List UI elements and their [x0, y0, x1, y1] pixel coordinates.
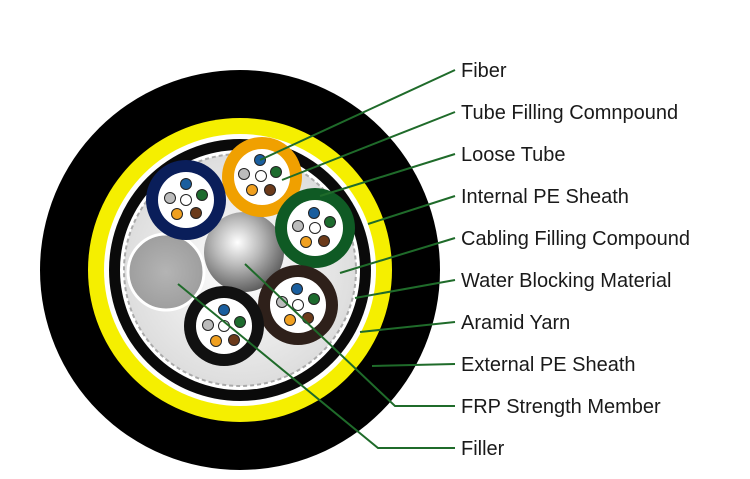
leader-frp-strength-member	[244, 263, 455, 407]
leader-cabling-filling-compound	[339, 237, 456, 274]
label-external-pe-sheath: External PE Sheath	[461, 354, 636, 376]
leader-filler	[177, 283, 455, 449]
fiber-dot	[180, 178, 192, 190]
fiber-dot	[180, 194, 192, 206]
fiber-dot	[210, 335, 222, 347]
label-filler: Filler	[461, 438, 505, 460]
fiber-dot	[164, 192, 176, 204]
fiber-dot	[246, 184, 258, 196]
leader-tube-filling-compound	[281, 111, 456, 181]
label-aramid-yarn: Aramid Yarn	[461, 312, 570, 334]
fiber-dot	[324, 216, 336, 228]
leader-internal-pe-sheath	[367, 195, 456, 225]
fiber-dot	[308, 293, 320, 305]
leader-external-pe-sheath	[371, 363, 456, 367]
loose-tube-green	[275, 188, 355, 268]
fiber-dot	[292, 299, 304, 311]
fiber-dot	[196, 189, 208, 201]
filler-rod	[126, 232, 206, 312]
fiber-dot	[234, 316, 246, 328]
loose-tube-orange	[222, 137, 302, 217]
fiber-dot	[300, 236, 312, 248]
fiber-dot	[228, 334, 240, 346]
label-fiber: Fiber	[461, 60, 507, 82]
loose-tube-brown	[258, 265, 338, 345]
leader-loose-tube	[319, 153, 456, 197]
label-internal-pe-sheath: Internal PE Sheath	[461, 186, 629, 208]
fiber-dot	[171, 208, 183, 220]
fiber-dot	[284, 314, 296, 326]
fiber-dot	[255, 170, 267, 182]
fiber-dot	[264, 184, 276, 196]
fiber-dot	[308, 207, 320, 219]
label-cabling-filling-compound: Cabling Filling Compound	[461, 228, 690, 250]
fiber-dot	[276, 296, 288, 308]
leader-fiber	[259, 69, 456, 161]
fiber-dot	[309, 222, 321, 234]
leader-aramid-yarn	[359, 321, 456, 333]
fiber-dot	[318, 235, 330, 247]
fiber-dot	[291, 283, 303, 295]
fiber-dot	[292, 220, 304, 232]
frp-strength-member	[204, 212, 284, 292]
fiber-dot	[238, 168, 250, 180]
loose-tube-navy	[146, 160, 226, 240]
fiber-dot	[190, 207, 202, 219]
label-frp-strength-member: FRP Strength Member	[461, 396, 661, 418]
label-water-blocking-material: Water Blocking Material	[461, 270, 671, 292]
label-loose-tube: Loose Tube	[461, 144, 566, 166]
fiber-dot	[218, 304, 230, 316]
label-tube-filling-compound: Tube Filling Comnpound	[461, 102, 678, 124]
fiber-dot	[202, 319, 214, 331]
leader-water-blocking-material	[354, 279, 456, 299]
fiber-dot	[270, 166, 282, 178]
fiber-dot	[302, 312, 314, 324]
